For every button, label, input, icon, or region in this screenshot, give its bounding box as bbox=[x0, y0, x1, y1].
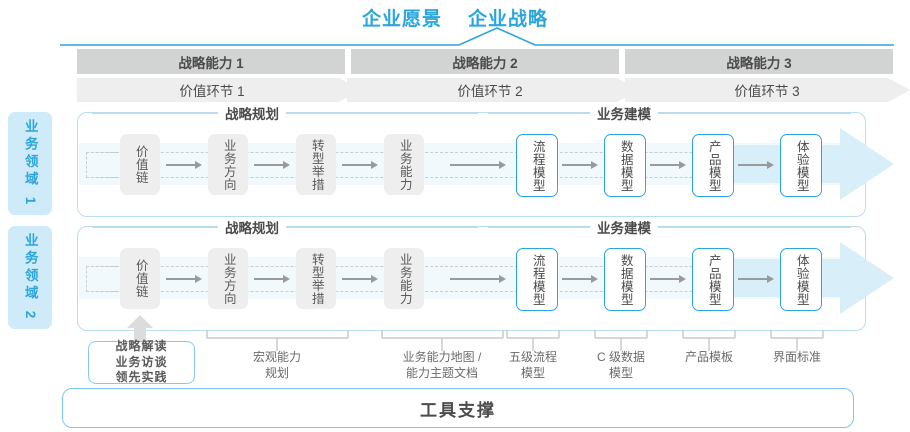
arrow-1-4 bbox=[450, 161, 506, 169]
node-data-model-2[interactable]: 数据模型 bbox=[604, 248, 646, 311]
bracket-product-template bbox=[682, 330, 736, 351]
group-title-strategy-planning-2: 战略规划 bbox=[218, 218, 286, 236]
node-experience-model-2[interactable]: 体验模型 bbox=[780, 248, 822, 311]
title-enterprise-strategy: 企业战略 bbox=[468, 9, 549, 30]
arrow-1-1 bbox=[166, 161, 202, 169]
group-title-strategy-planning-1: 战略规划 bbox=[218, 104, 286, 122]
domain-row-1: 战略规划 业务建模 价值链 业务方向 转型举措 业务能力 流程模型 数据模型 产… bbox=[77, 104, 866, 217]
peak-connector-line bbox=[60, 27, 894, 46]
node-value-chain-2[interactable]: 价值链 bbox=[120, 248, 160, 309]
tool-box-strategy-inputs[interactable]: 战略解读 业务访谈 领先实践 bbox=[88, 339, 195, 385]
arrow-1-5 bbox=[562, 161, 598, 169]
tool-box-line-2: 业务访谈 bbox=[115, 354, 168, 369]
value-chain-bar: 价值环节 1 价值环节 2 价值环节 3 bbox=[77, 78, 910, 102]
node-business-capability-1[interactable]: 业务能力 bbox=[384, 134, 424, 195]
tool-box-line-3: 领先实践 bbox=[115, 370, 168, 385]
capability-cell-2[interactable]: 战略能力 2 bbox=[351, 49, 619, 74]
node-experience-model-1[interactable]: 体验模型 bbox=[780, 134, 822, 197]
bracket-data-model bbox=[594, 330, 648, 351]
sidebar-item-domain-1[interactable]: 业务领域 1 bbox=[8, 112, 52, 215]
caption-capability-map: 业务能力地图 /能力主题文档 bbox=[402, 350, 482, 381]
node-process-model-2[interactable]: 流程模型 bbox=[516, 248, 558, 311]
caption-macro-capability: 宏观能力规划 bbox=[252, 350, 301, 381]
tool-box-line-1: 战略解读 bbox=[115, 339, 168, 354]
row-2-track bbox=[86, 266, 857, 292]
node-product-model-1[interactable]: 产品模型 bbox=[692, 134, 734, 197]
arrow-2-6 bbox=[650, 275, 686, 283]
top-titles: 企业愿景 企业战略 bbox=[0, 4, 910, 31]
node-data-model-1[interactable]: 数据模型 bbox=[604, 134, 646, 197]
domain-row-2: 战略规划 业务建模 价值链 业务方向 转型举措 业务能力 流程模型 数据模型 产… bbox=[77, 218, 866, 331]
node-transform-action-1[interactable]: 转型举措 bbox=[296, 134, 336, 195]
node-process-model-1[interactable]: 流程模型 bbox=[516, 134, 558, 197]
row-1-track bbox=[86, 152, 857, 178]
arrow-2-4 bbox=[450, 275, 506, 283]
tool-support-label: 工具支撑 bbox=[420, 400, 496, 420]
arrow-2-2 bbox=[254, 275, 290, 283]
arrow-1-2 bbox=[254, 161, 290, 169]
capability-bar: 战略能力 1 战略能力 2 战略能力 3 bbox=[77, 49, 893, 74]
caption-data-model: C 级数据模型 bbox=[596, 350, 645, 381]
group-title-business-modeling-1: 业务建模 bbox=[590, 104, 658, 122]
uplink-arrow-icon bbox=[127, 315, 153, 345]
value-chain-chevrons bbox=[77, 78, 910, 102]
value-chain-label-3[interactable]: 价值环节 3 bbox=[734, 84, 800, 99]
arrow-2-5 bbox=[562, 275, 598, 283]
caption-product-template: 产品模板 bbox=[684, 350, 733, 364]
node-product-model-2[interactable]: 产品模型 bbox=[692, 248, 734, 311]
domain-2-label: 业务领域 2 bbox=[22, 232, 38, 323]
caption-process-model: 五级流程模型 bbox=[508, 350, 557, 381]
node-value-chain-1[interactable]: 价值链 bbox=[120, 134, 160, 195]
row-1-track-cap-left bbox=[86, 152, 117, 178]
value-chain-label-2[interactable]: 价值环节 2 bbox=[457, 84, 523, 99]
capability-cell-3[interactable]: 战略能力 3 bbox=[625, 49, 893, 74]
node-business-direction-1[interactable]: 业务方向 bbox=[208, 134, 248, 195]
bracket-ui-standard bbox=[770, 330, 824, 351]
arrow-1-7 bbox=[738, 161, 774, 169]
arrow-1-3 bbox=[342, 161, 378, 169]
node-business-direction-2[interactable]: 业务方向 bbox=[208, 248, 248, 309]
bracket-macro-capability bbox=[206, 330, 349, 351]
tool-support-panel: 工具支撑 bbox=[62, 388, 854, 428]
sidebar-item-domain-2[interactable]: 业务领域 2 bbox=[8, 226, 52, 329]
group-title-business-modeling-2: 业务建模 bbox=[590, 218, 658, 236]
arrow-2-7 bbox=[738, 275, 774, 283]
domain-1-label: 业务领域 1 bbox=[22, 118, 38, 209]
capability-cell-1[interactable]: 战略能力 1 bbox=[77, 49, 345, 74]
value-chain-label-1[interactable]: 价值环节 1 bbox=[179, 84, 245, 99]
title-enterprise-vision: 企业愿景 bbox=[361, 9, 442, 30]
row-2-track-cap-left bbox=[86, 266, 117, 292]
bracket-process-model bbox=[506, 330, 560, 351]
arrow-2-3 bbox=[342, 275, 378, 283]
caption-ui-standard: 界面标准 bbox=[772, 350, 821, 364]
arrow-1-6 bbox=[650, 161, 686, 169]
node-transform-action-2[interactable]: 转型举措 bbox=[296, 248, 336, 309]
bracket-capability-map bbox=[381, 330, 504, 351]
node-business-capability-2[interactable]: 业务能力 bbox=[384, 248, 424, 309]
arrow-2-1 bbox=[166, 275, 202, 283]
